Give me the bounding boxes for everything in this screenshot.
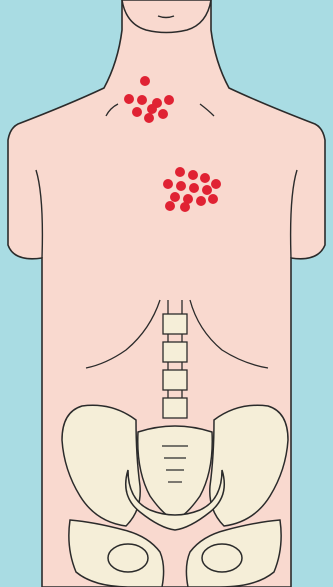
marker-dot xyxy=(158,109,168,119)
vertebra xyxy=(163,398,187,418)
marker-dot xyxy=(132,107,142,117)
marker-dot xyxy=(140,76,150,86)
marker-dot xyxy=(165,201,175,211)
vertebra xyxy=(163,342,187,362)
marker-dot xyxy=(196,196,206,206)
marker-dot xyxy=(164,95,174,105)
right-obturator-foramen xyxy=(202,544,242,572)
marker-dot xyxy=(202,185,212,195)
marker-dot xyxy=(180,202,190,212)
vertebra xyxy=(163,370,187,390)
marker-dot xyxy=(124,94,134,104)
marker-dot xyxy=(188,170,198,180)
marker-dot xyxy=(189,183,199,193)
marker-dot xyxy=(137,95,147,105)
left-obturator-foramen xyxy=(108,544,148,572)
marker-dot xyxy=(170,192,180,202)
marker-dot xyxy=(147,104,157,114)
marker-dot xyxy=(176,181,186,191)
marker-dot xyxy=(175,167,185,177)
marker-dot xyxy=(208,194,218,204)
marker-dot xyxy=(163,179,173,189)
vertebra xyxy=(163,314,187,334)
marker-dot xyxy=(144,113,154,123)
marker-dot xyxy=(211,179,221,189)
marker-dot xyxy=(200,173,210,183)
spine xyxy=(163,300,187,418)
